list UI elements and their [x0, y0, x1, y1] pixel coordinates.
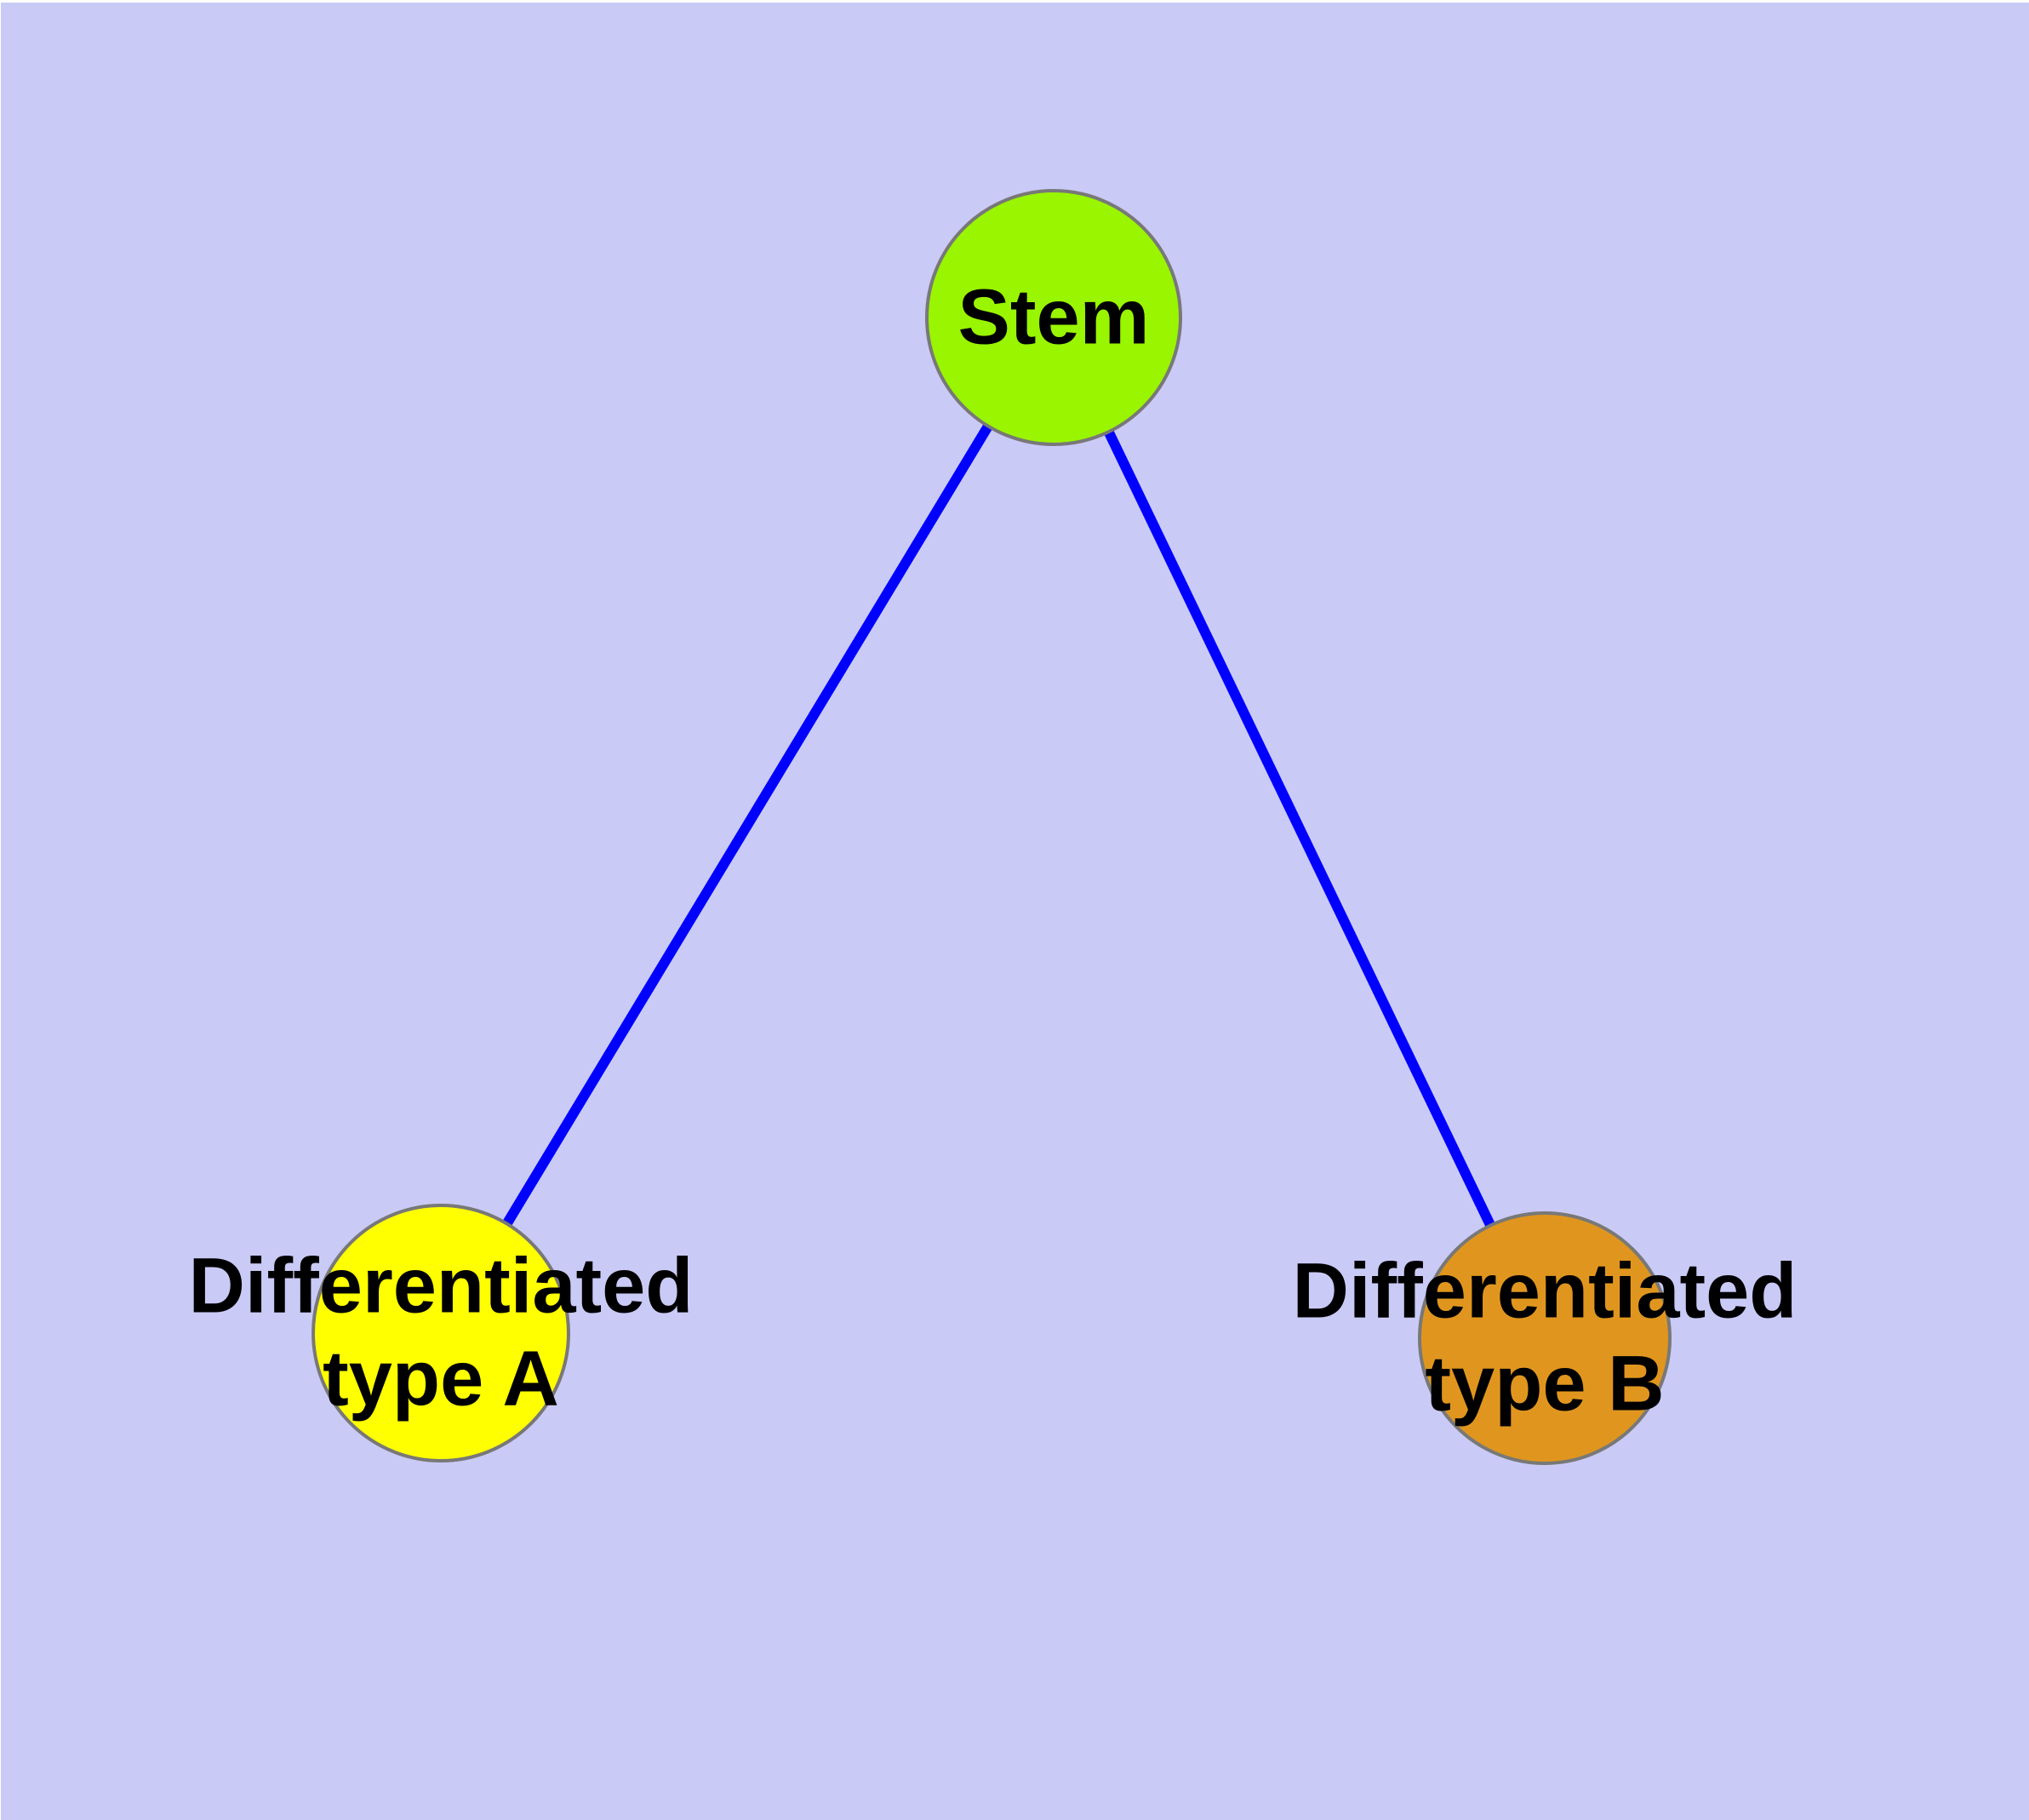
- node-circle-type-b: [1418, 1211, 1672, 1465]
- edge-line-stem-type-a: [436, 314, 1059, 1336]
- edge-line-stem-type-b: [1049, 315, 1550, 1341]
- node-label-stem: Stem: [957, 273, 1150, 361]
- node-circle-type-a: [311, 1204, 570, 1462]
- node-circle-stem: [925, 189, 1182, 446]
- node-label-type-b: Differentiated type B: [1292, 1247, 1798, 1428]
- node-label-type-a: Differentiated type A: [188, 1242, 694, 1422]
